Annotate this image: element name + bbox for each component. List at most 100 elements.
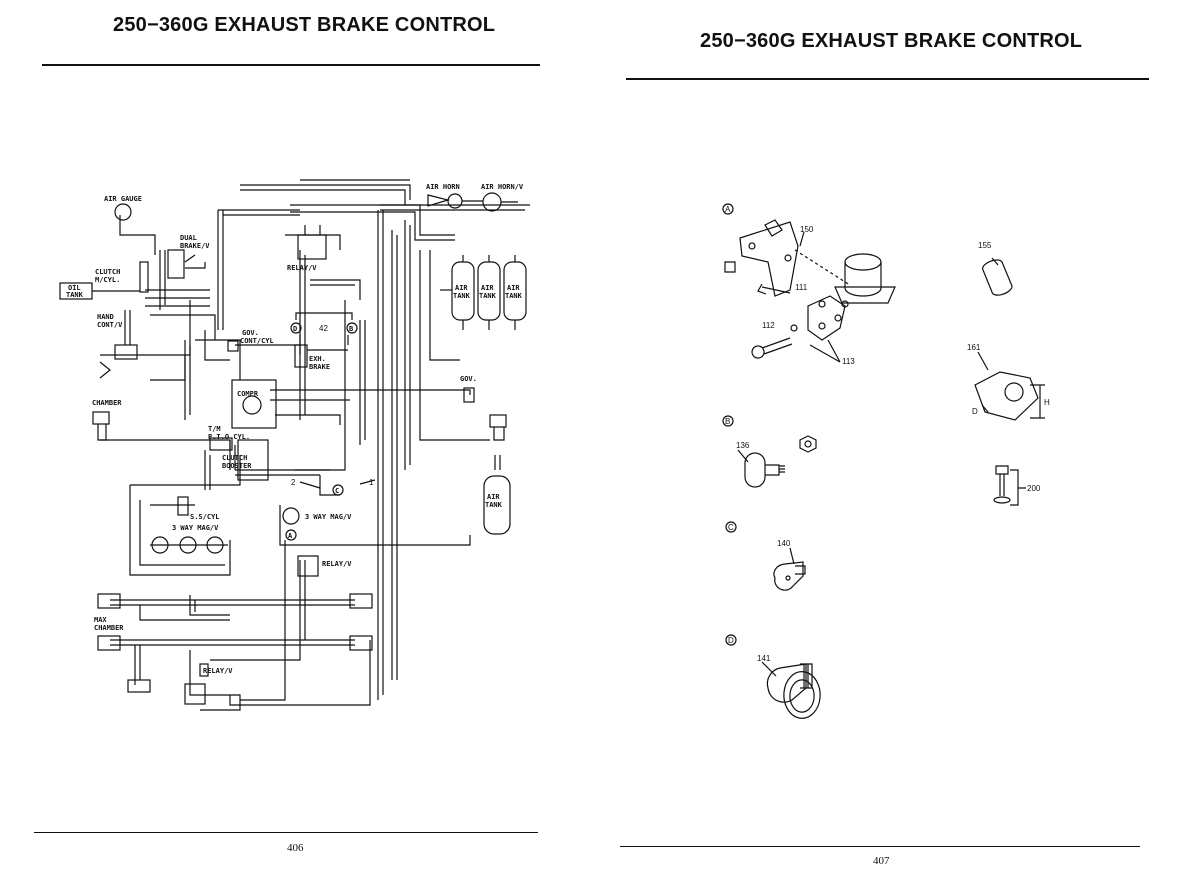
chamber-left — [92, 411, 110, 441]
clutch-booster — [237, 439, 269, 481]
part-number-113: 113 — [842, 357, 855, 366]
label-ss-cyl: S.S/CYL — [190, 513, 220, 521]
clutch-master-cylinder — [59, 261, 149, 300]
part-200 — [993, 465, 1026, 506]
label-max-chamber-2: CHAMBER — [94, 624, 124, 632]
label-exh-brake-2: BRAKE — [309, 363, 330, 371]
callout-a-label: A — [288, 532, 293, 540]
label-oil-tank-1: OIL — [68, 284, 81, 292]
compressor — [231, 379, 277, 429]
label-hand-cont-2: CONT/V — [97, 321, 123, 329]
label-dual-brake-1: DUAL — [180, 234, 197, 242]
exhaust-brake — [294, 335, 349, 368]
relay-valve-bottom — [184, 663, 209, 705]
part-number-112: 112 — [762, 321, 775, 330]
dimension-d: D — [972, 407, 978, 416]
part-number-150: 150 — [800, 225, 814, 234]
pipe-network — [100, 179, 530, 711]
label-tm-1: T/M — [208, 425, 221, 433]
label-air-tank-1a: AIR — [455, 284, 468, 292]
part-number-136: 136 — [736, 441, 750, 450]
label-relay-top: RELAY/V — [287, 264, 317, 272]
pto-cylinder — [209, 437, 233, 451]
label-oil-tank-2: TANK — [66, 291, 84, 299]
callout-c-label: C — [335, 487, 339, 495]
label-num-42: 42 — [319, 324, 328, 333]
air-tanks — [440, 255, 527, 330]
label-gov-cont-2: CONT/CYL — [240, 337, 274, 345]
group-label-a: A — [725, 205, 731, 214]
part-number-141: 141 — [757, 654, 771, 663]
chamber-right — [489, 414, 507, 441]
label-dual-brake-2: BRAKE/V — [180, 242, 210, 250]
header-rule-right — [626, 78, 1149, 80]
group-d — [725, 634, 821, 719]
label-relay-bottom: RELAY/V — [203, 667, 233, 675]
label-hand-cont-1: HAND — [97, 313, 114, 321]
part-161 — [974, 351, 1045, 421]
label-air-tank-3b: TANK — [505, 292, 523, 300]
parts-diagram: A B C D 150 111 112 113 155 161 H D 136 … — [722, 203, 1050, 719]
label-clutch-booster-1: CLUTCH — [222, 454, 247, 462]
max-chambers — [97, 593, 373, 693]
ss-cylinder — [177, 496, 189, 516]
governor — [463, 387, 475, 403]
group-b — [722, 415, 817, 488]
label-air-tank-right-2: TANK — [485, 501, 503, 509]
relay-valve-mid — [297, 555, 319, 577]
label-air-tank-2b: TANK — [479, 292, 497, 300]
footer-rule-left — [34, 832, 538, 833]
air-horn — [427, 192, 518, 212]
group-label-c: C — [728, 523, 734, 532]
part-number-155: 155 — [978, 241, 992, 250]
callout-b-label: B — [349, 325, 353, 333]
label-gov-cont-1: GOV. — [242, 329, 259, 337]
page-title-left: 250−360G EXHAUST BRAKE CONTROL — [113, 14, 496, 36]
label-air-tank-right-1: AIR — [487, 493, 500, 501]
page-title-right: 250−360G EXHAUST BRAKE CONTROL — [700, 30, 1083, 52]
exhaust-brake-schematic: AIR GAUGE DUAL BRAKE/V CLUTCH M/CYL. OIL… — [59, 179, 530, 711]
group-label-d: D — [728, 636, 734, 645]
label-air-horn: AIR HORN — [426, 183, 460, 191]
part-number-161: 161 — [967, 343, 981, 352]
label-compr: COMPR — [237, 390, 259, 398]
left-page: 250−360G EXHAUST BRAKE CONTROL — [0, 0, 590, 880]
callout-d-label: D — [293, 325, 297, 333]
label-3way-mag-left: 3 WAY MAG/V — [172, 524, 219, 532]
hand-control-valve — [99, 344, 138, 379]
header-rule-left — [42, 64, 540, 66]
three-way-mag-valves — [150, 507, 300, 554]
relay-valve-top — [297, 225, 327, 260]
label-exh-brake-1: EXH. — [309, 355, 326, 363]
label-air-tank-2a: AIR — [481, 284, 494, 292]
label-air-gauge: AIR GAUGE — [104, 195, 142, 203]
gov-control-cylinder — [227, 340, 239, 352]
label-num-1: 1 — [369, 478, 374, 487]
right-page: 250−360G EXHAUST BRAKE CONTROL — [590, 0, 1200, 880]
air-tank-right — [483, 475, 511, 535]
group-c — [725, 521, 806, 591]
label-air-tank-3a: AIR — [507, 284, 520, 292]
part-number-111: 111 — [795, 283, 808, 292]
group-label-b: B — [725, 417, 730, 426]
label-max-chamber-1: MAX — [94, 616, 107, 624]
air-gauge — [114, 203, 132, 221]
label-air-horn-v: AIR HORN/V — [481, 183, 524, 191]
label-relay-mid: RELAY/V — [322, 560, 352, 568]
callout-circles — [285, 312, 376, 541]
label-tm-2: P.T.O CYL. — [208, 433, 250, 441]
label-clutch-cyl-2: M/CYL. — [95, 276, 120, 284]
part-number-200: 200 — [1027, 484, 1041, 493]
part-number-140: 140 — [777, 539, 791, 548]
label-clutch-booster-2: BOOSTER — [222, 462, 252, 470]
part-155 — [982, 257, 1013, 296]
label-clutch-cyl-1: CLUTCH — [95, 268, 120, 276]
label-gov: GOV. — [460, 375, 477, 383]
dimension-h: H — [1044, 398, 1050, 407]
group-a — [722, 203, 896, 363]
label-3way-mag-right: 3 WAY MAG/V — [305, 513, 352, 521]
label-air-tank-1b: TANK — [453, 292, 471, 300]
page-number-left: 406 — [287, 842, 304, 854]
dual-brake-valve — [167, 249, 206, 279]
page-number-right: 407 — [873, 855, 890, 867]
